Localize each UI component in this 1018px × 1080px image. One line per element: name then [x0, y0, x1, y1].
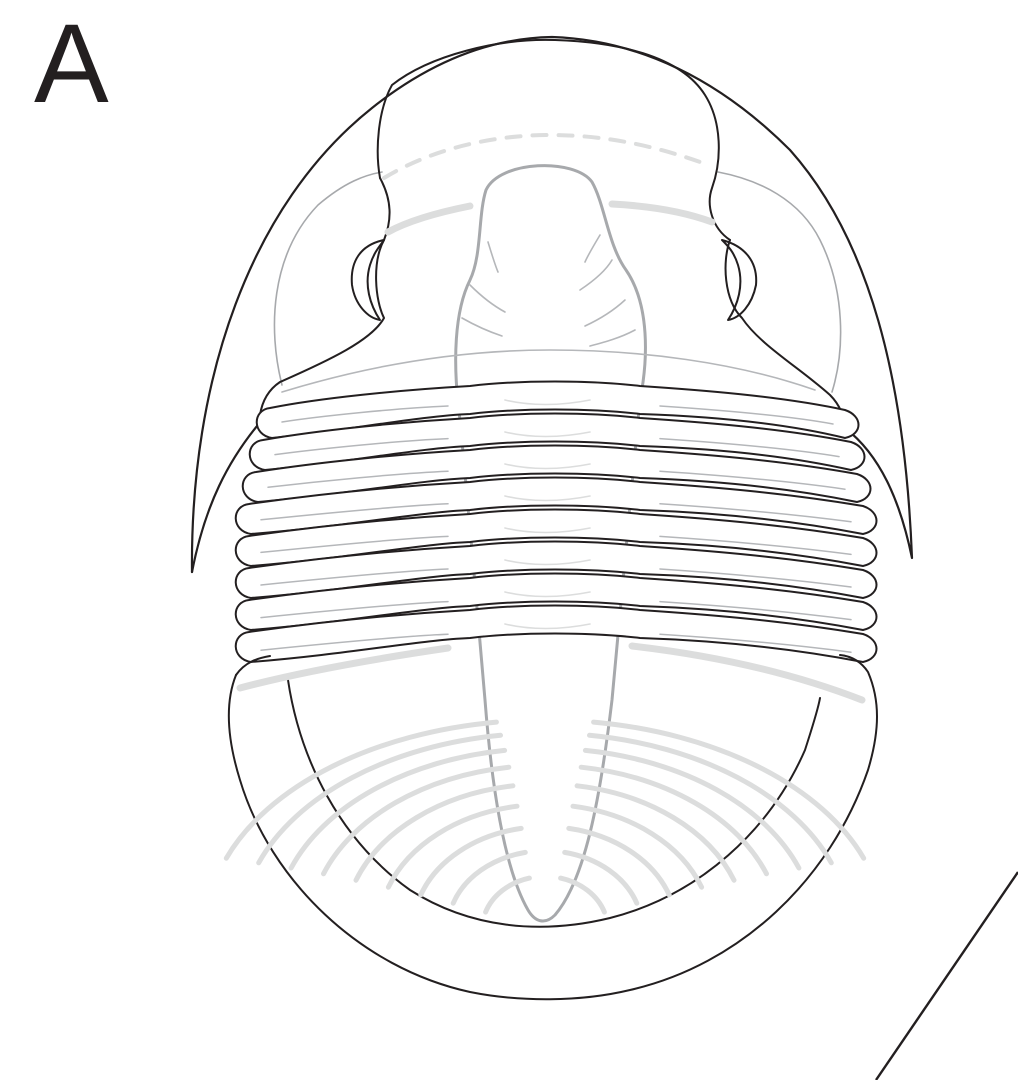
pleural-furrow-right: [659, 437, 840, 458]
right-eye: [721, 239, 758, 321]
axial-ring: [504, 495, 591, 502]
pygidial-rib-left: [418, 825, 524, 898]
pygidial-rib-left: [288, 747, 508, 871]
pygidial-rib-left: [450, 849, 528, 906]
left-suture-band: [384, 202, 474, 236]
pleural-furrow-left: [274, 437, 449, 456]
thoracic-segment: [234, 508, 878, 567]
cephalic-border-furrow: [273, 171, 383, 386]
pleural-furrow-right: [659, 535, 852, 556]
axial-ring: [504, 431, 591, 438]
cranidium-outline: [376, 38, 731, 241]
pygidial-rib-left: [483, 875, 532, 915]
pygidium-front-band-right: [628, 642, 866, 704]
pleural-furrow-left: [281, 405, 449, 423]
right-suture-band: [608, 200, 716, 226]
axial-ring: [504, 591, 591, 598]
thorax: [234, 380, 878, 663]
pygidial-rib-right: [574, 783, 737, 883]
pygidial-rib-left: [385, 803, 520, 890]
pygidial-rib-left: [223, 719, 499, 861]
pygidium-top-left: [235, 655, 271, 676]
pygidial-rib-right: [582, 747, 802, 871]
pygidium-front-band-left: [236, 644, 452, 692]
thoracic-segment: [234, 476, 878, 535]
pleural-furrow-left: [260, 600, 449, 619]
pygidium-outline: [227, 654, 878, 1001]
thoracic-segment: [241, 444, 872, 503]
pleural-furrow-left: [260, 503, 449, 521]
diagonal-line: [875, 871, 1018, 1080]
pleural-furrow-right: [659, 405, 834, 425]
glabellar-furrows: [461, 234, 636, 347]
pleural-furrow-right: [659, 470, 846, 490]
occipital-ring: [281, 349, 816, 393]
anterior-dashed-arc: [382, 133, 702, 180]
pygidial-rib-right: [570, 803, 705, 890]
pleural-furrow-right: [659, 568, 852, 588]
pleural-furrow-left: [260, 633, 449, 651]
pleural-furrow-left: [267, 470, 449, 488]
thoracic-segment: [234, 604, 878, 663]
thoracic-segment: [255, 380, 860, 439]
thoracic-segment: [234, 540, 878, 599]
thoracic-segment: [248, 412, 866, 471]
pleural-furrow-left: [260, 568, 449, 586]
pygidial-ribs: [223, 719, 867, 915]
pygidial-rib-left: [321, 764, 512, 877]
cranidium-outline-left-lower: [259, 177, 391, 416]
pygidial-rib-right: [587, 732, 834, 866]
pleural-furrow-right: [659, 600, 852, 621]
pygidial-rib-left: [256, 732, 503, 866]
left-eye: [350, 239, 385, 321]
pygidial-rib-right: [566, 825, 672, 898]
thoracic-segment: [234, 572, 878, 631]
pleural-furrow-left: [260, 535, 449, 554]
axial-ring: [504, 399, 591, 406]
pygidial-rib-right: [562, 849, 640, 906]
cephalic-border-furrow-right: [717, 171, 842, 393]
axial-ring: [504, 463, 591, 470]
pygidial-rib-right: [591, 719, 867, 861]
panel-label: A: [34, 1, 109, 126]
pygidial-rib-left: [353, 783, 516, 883]
axial-ring: [504, 623, 591, 630]
axial-ring: [504, 527, 591, 534]
pygidial-rib-right: [558, 875, 607, 915]
pygidial-rib-right: [578, 764, 769, 877]
pleural-furrow-right: [659, 633, 852, 653]
axial-ring: [504, 559, 591, 566]
cephalon-outer-border-left-inner: [190, 418, 264, 574]
pleural-furrow-right: [659, 503, 852, 523]
